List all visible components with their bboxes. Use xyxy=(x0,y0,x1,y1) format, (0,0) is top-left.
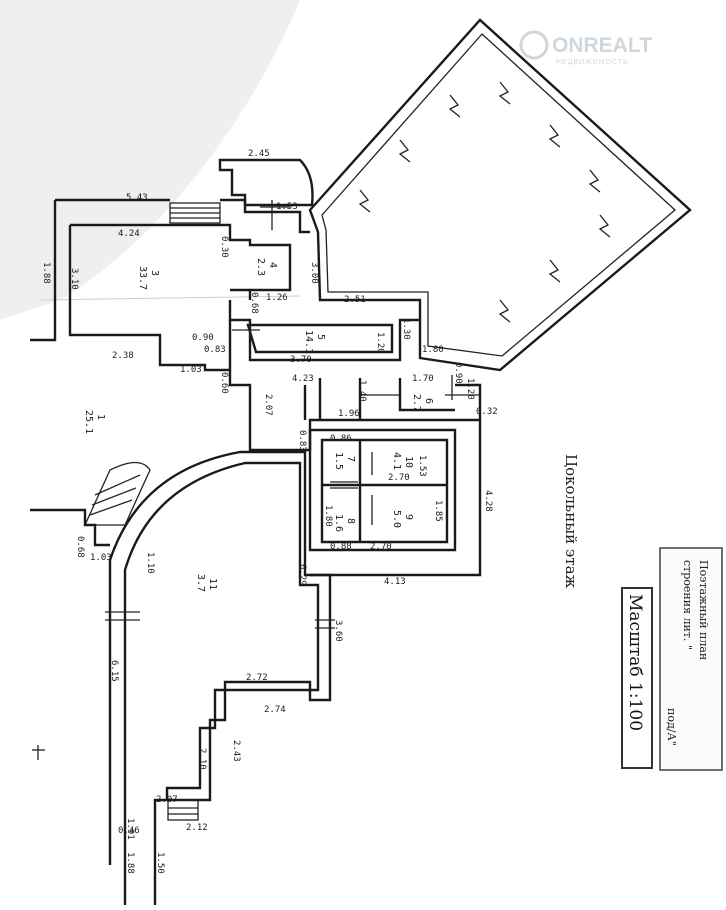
room-number-label: 8 xyxy=(345,518,356,524)
dim-label: 6.29 xyxy=(297,564,307,586)
dim-label: 1.26 xyxy=(266,293,288,303)
room-area-label: 2.3 xyxy=(255,258,266,276)
dim-label: 0.83 xyxy=(297,430,307,452)
dim-label: 1.53 xyxy=(417,455,427,477)
dim-label: 0.30 xyxy=(219,236,229,258)
small-rooms-block xyxy=(308,420,482,577)
dim-label: 4.23 xyxy=(292,374,314,384)
room-number-label: 6 xyxy=(423,398,434,404)
dim-label: 0.86 xyxy=(330,434,352,444)
dim-label: 4.13 xyxy=(384,577,406,587)
scan-shading xyxy=(0,0,300,320)
dim-label: 2.38 xyxy=(112,351,134,361)
dim-label: 1.03 xyxy=(180,365,202,375)
room-area-label: 4.1 xyxy=(391,452,402,470)
room-area-label: 25.1 xyxy=(83,410,94,434)
scale-label: Масштаб 1:100 xyxy=(625,594,645,731)
watermark-tagline: НЕДВИЖИМОСТЬ xyxy=(556,59,629,66)
dim-label: 0.68 xyxy=(249,292,259,314)
dim-label: 3.10 xyxy=(69,268,79,290)
stamp-line3: под/А" xyxy=(665,708,678,746)
room-area-label: 14.1 xyxy=(303,330,314,354)
dim-label: 2.70 xyxy=(388,473,410,483)
room-number-label: 7 xyxy=(345,456,356,462)
dim-label: 1.03 xyxy=(90,553,112,563)
room-number-label: 11 xyxy=(207,578,218,590)
dim-label: 2.07 xyxy=(156,795,178,805)
dim-label: 1.80 xyxy=(323,505,333,527)
dim-label: 0.32 xyxy=(476,407,498,417)
dim-label: 2.45 xyxy=(248,149,270,159)
dim-label: 1.40 xyxy=(357,380,367,402)
room-number-label: 4 xyxy=(267,262,278,268)
watermark-logo-icon xyxy=(519,30,549,60)
dim-label: 1.88 xyxy=(125,852,135,874)
dim-label: 1.50 xyxy=(155,852,165,874)
watermark: ONREALT НЕДВИЖИМОСТЬ xyxy=(519,30,652,66)
dim-label: 2.74 xyxy=(264,705,286,715)
room-number-label: 3 xyxy=(149,270,160,276)
dim-label: 0.68 xyxy=(75,536,85,558)
dimension-labels: 2.45 5.43 1.53 4.24 3.10 1.88 1.26 3.00 … xyxy=(41,149,498,874)
plan-stamp: Поэтажный план строения лит. " под/А" Ма… xyxy=(621,547,723,771)
dim-label: 1.80 xyxy=(422,345,444,355)
dim-label: 2.10 xyxy=(197,748,207,770)
room-area-label: 1.6 xyxy=(333,514,344,532)
dim-label: 1.70 xyxy=(412,374,434,384)
dim-label: 3.00 xyxy=(309,262,319,284)
dim-label: 4.24 xyxy=(118,229,140,239)
dim-label: 1.20 xyxy=(465,378,475,400)
dim-label: 0.60 xyxy=(219,372,229,394)
dim-label: 2.51 xyxy=(344,295,366,305)
scan-crease xyxy=(39,295,301,301)
dim-label: 1.91 xyxy=(125,818,135,840)
diamond-room xyxy=(308,18,692,372)
stamp-line1: Поэтажный план xyxy=(697,560,710,660)
dim-label: 0.90 xyxy=(192,333,214,343)
top-stair xyxy=(169,158,314,224)
upper-left-block xyxy=(30,198,420,372)
room-area-label: 33.7 xyxy=(137,266,148,290)
floor-title: Цокольный этаж xyxy=(562,454,580,589)
dim-label: 6.15 xyxy=(109,660,119,682)
dim-label: 0.88 xyxy=(330,542,352,552)
dim-label: 1.10 xyxy=(145,552,155,574)
stamp-frame xyxy=(659,547,723,771)
dim-label: 0.83 xyxy=(204,345,226,355)
dim-label: 1.20 xyxy=(375,332,385,354)
dim-label: 2.12 xyxy=(186,823,208,833)
room-area-label: 3.7 xyxy=(195,574,206,592)
room-number-label: 9 xyxy=(403,514,414,520)
dim-label: 2.72 xyxy=(246,673,268,683)
dim-label: 4.28 xyxy=(483,490,493,512)
room-area-label: 1.5 xyxy=(333,452,344,470)
room-number-label: 10 xyxy=(403,456,414,468)
dim-label: 1.88 xyxy=(41,262,51,284)
stamp-line2: строения лит. " xyxy=(681,560,694,650)
dim-label: 0.46 xyxy=(118,826,140,836)
dim-label: 1.30 xyxy=(401,318,411,340)
dim-label: 0.90 xyxy=(453,362,463,384)
room-number-label: 5 xyxy=(315,334,326,340)
watermark-brand: ONREALT xyxy=(552,34,652,57)
dim-label: 1.85 xyxy=(433,500,443,522)
dim-label: 1.53 xyxy=(276,202,298,212)
scale-frame xyxy=(621,587,653,769)
dim-label: 3.70 xyxy=(290,355,312,365)
dim-label: 3.60 xyxy=(333,620,343,642)
room-area-label: 2.7 xyxy=(411,394,422,412)
room-area-label: 5.0 xyxy=(391,510,402,528)
dim-label: 2.07 xyxy=(263,394,273,416)
dim-label: 5.43 xyxy=(126,193,148,203)
dim-label: 2.43 xyxy=(231,740,241,762)
dim-label: 1.96 xyxy=(338,409,360,419)
dim-label: 2.70 xyxy=(370,542,392,552)
room-number-label: 1 xyxy=(95,414,106,420)
big-room xyxy=(30,450,335,905)
room-labels: 25.1 1 33.7 3 2.3 4 14.1 5 2.7 6 1.5 7 1… xyxy=(83,258,434,592)
